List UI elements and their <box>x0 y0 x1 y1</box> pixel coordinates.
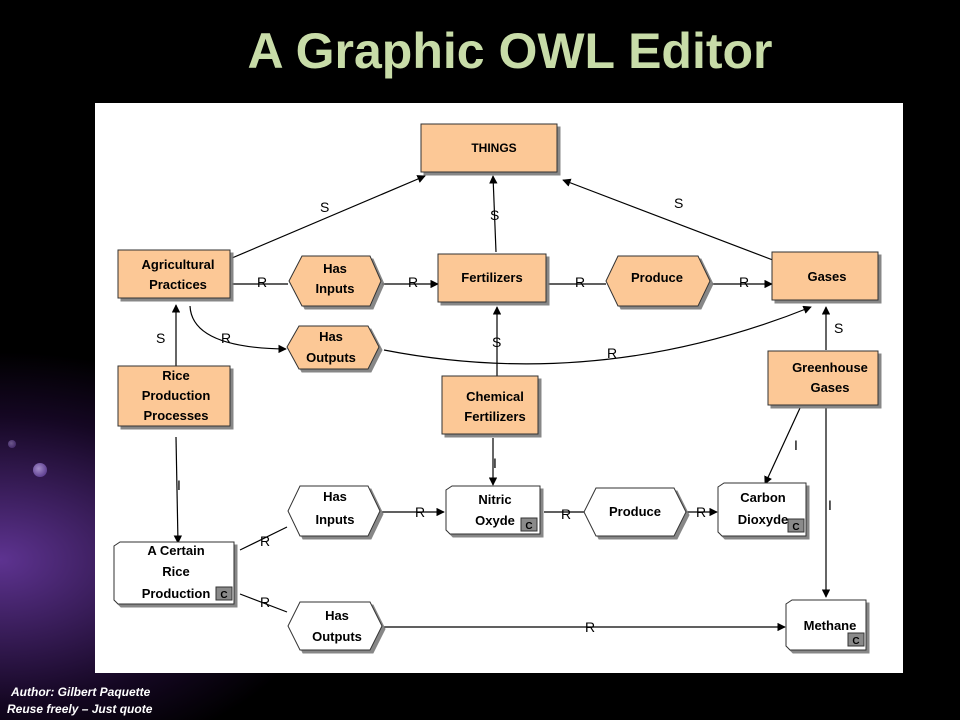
label-s: S <box>674 195 683 211</box>
author-name: Author: Gilbert Paquette <box>11 685 151 699</box>
instance-nitric-oxyde[interactable]: Nitric Oxyde C <box>445 485 541 535</box>
certain-line3: Production <box>142 586 211 601</box>
link-certain-hasinputs <box>239 526 288 551</box>
link-hasoutputs-gases <box>383 305 812 365</box>
link-labels: S S S R R R R S R S R S I I I I R R R R … <box>156 195 843 635</box>
reuse-note: Reuse freely – Just quote <box>7 702 153 716</box>
node-fertilizers[interactable]: Fertilizers <box>437 253 547 303</box>
label-i: I <box>177 477 181 493</box>
label-s: S <box>492 334 501 350</box>
diagram-canvas: S S S R R R R S R S R S I I I I R R R R … <box>95 103 903 673</box>
carbon-line2: Dioxyde <box>738 512 789 527</box>
label-r: R <box>561 506 571 522</box>
page-title: A Graphic OWL Editor <box>247 23 773 79</box>
certain-line2: Rice <box>162 564 189 579</box>
label-r: R <box>257 274 267 290</box>
instance-a-certain-rice-production[interactable]: A Certain Rice Production C <box>113 541 235 605</box>
link-gases-things <box>562 178 779 263</box>
produce-top-label: Produce <box>631 270 683 285</box>
property-has-inputs-bottom[interactable]: Has Inputs <box>287 485 381 537</box>
fertilizers-label: Fertilizers <box>461 270 522 285</box>
owl-diagram: S S S R R R R S R S R S I I I I R R R R … <box>113 123 879 651</box>
label-i: I <box>828 497 832 513</box>
c-badge-label: C <box>852 636 859 647</box>
decorative-orb-small <box>8 440 16 448</box>
decorative-orb <box>33 463 47 477</box>
rice-line3: Processes <box>143 408 208 423</box>
label-r: R <box>585 619 595 635</box>
has-outputs-top-line1: Has <box>319 329 343 344</box>
link-gh-carbon <box>764 407 801 485</box>
label-s: S <box>156 330 165 346</box>
instance-methane[interactable]: Methane C <box>785 599 867 651</box>
nitric-line1: Nitric <box>478 492 511 507</box>
has-outputs-bottom-line2: Outputs <box>312 629 362 644</box>
label-r: R <box>260 533 270 549</box>
label-r: R <box>607 345 617 361</box>
has-inputs-top-line2: Inputs <box>316 281 355 296</box>
c-badge <box>847 632 865 647</box>
chemical-line2: Fertilizers <box>464 409 525 424</box>
has-inputs-bottom-line1: Has <box>323 489 347 504</box>
gases-label: Gases <box>807 269 846 284</box>
has-inputs-bottom-line2: Inputs <box>316 512 355 527</box>
link-fert-things <box>489 175 498 253</box>
certain-line1: A Certain <box>147 543 204 558</box>
produce-bottom-label: Produce <box>609 504 661 519</box>
label-r: R <box>415 504 425 520</box>
has-outputs-top-line2: Outputs <box>306 350 356 365</box>
carbon-line1: Carbon <box>740 490 786 505</box>
label-r: R <box>696 504 706 520</box>
methane-label: Methane <box>804 618 857 633</box>
label-s: S <box>490 207 499 223</box>
property-has-outputs-top[interactable]: Has Outputs <box>286 325 380 370</box>
label-s: S <box>320 199 329 215</box>
rice-line1: Rice <box>162 368 189 383</box>
label-i: I <box>493 455 497 471</box>
label-r: R <box>408 274 418 290</box>
things-label: THINGS <box>471 141 516 155</box>
c-badge <box>787 518 805 533</box>
agricultural-line1: Agricultural <box>142 257 215 272</box>
node-rice-production-processes[interactable]: Rice Production Processes <box>117 365 231 427</box>
node-gases[interactable]: Gases <box>771 251 879 301</box>
agricultural-line2: Practices <box>149 277 207 292</box>
c-badge-label: C <box>792 522 799 533</box>
link-certain-hasoutputs <box>239 593 288 613</box>
instance-carbon-dioxyde[interactable]: Carbon Dioxyde C <box>717 482 807 537</box>
property-has-inputs-top[interactable]: Has Inputs <box>288 255 382 307</box>
greenhouse-line1: Greenhouse <box>792 360 868 375</box>
label-r: R <box>575 274 585 290</box>
greenhouse-line2: Gases <box>810 380 849 395</box>
property-has-outputs-bottom[interactable]: Has Outputs <box>287 601 383 651</box>
property-produce-bottom[interactable]: Produce <box>583 487 687 537</box>
link-rice-certain <box>173 436 183 544</box>
node-agricultural-practices[interactable]: Agricultural Practices <box>117 249 231 299</box>
node-greenhouse-gases[interactable]: Greenhouse Gases <box>767 350 879 406</box>
property-produce-top[interactable]: Produce <box>605 255 711 307</box>
node-things[interactable]: THINGS <box>420 123 558 173</box>
chemical-line1: Chemical <box>466 389 524 404</box>
author-credit: Author: Gilbert Paquette Reuse freely – … <box>7 684 152 718</box>
c-badge-label: C <box>220 590 227 601</box>
nitric-line2: Oxyde <box>475 513 515 528</box>
label-i: I <box>794 437 798 453</box>
node-chemical-fertilizers[interactable]: Chemical Fertilizers <box>441 375 539 435</box>
label-r: R <box>221 330 231 346</box>
link-agri-hasoutputs <box>189 305 287 354</box>
links <box>171 175 831 632</box>
label-s: S <box>834 320 843 336</box>
has-outputs-bottom-line1: Has <box>325 608 349 623</box>
has-inputs-top-line1: Has <box>323 261 347 276</box>
c-badge <box>520 517 538 532</box>
c-badge-label: C <box>525 521 532 532</box>
link-agri-things <box>231 175 426 259</box>
label-r: R <box>739 274 749 290</box>
c-badge <box>215 586 233 601</box>
rice-line2: Production <box>142 388 211 403</box>
label-r: R <box>260 594 270 610</box>
